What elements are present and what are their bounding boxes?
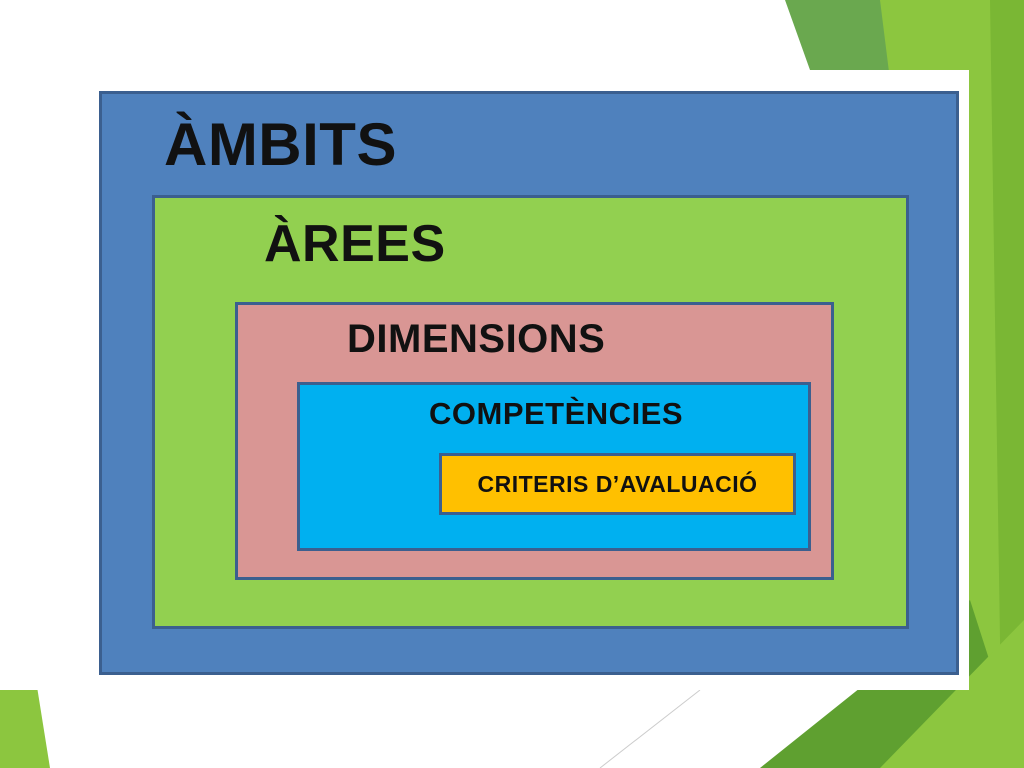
arees-box: ÀREES DIMENSIONS COMPETÈNCIES CRITERIS D… [152, 195, 909, 629]
dimensions-box: DIMENSIONS COMPETÈNCIES CRITERIS D’AVALU… [235, 302, 834, 580]
green-facet-bottom-right-light [880, 620, 1024, 768]
green-facet-right-edge [990, 0, 1024, 768]
competencies-box: COMPETÈNCIES CRITERIS D’AVALUACIÓ [297, 382, 811, 551]
criteria-box: CRITERIS D’AVALUACIÓ [439, 453, 796, 515]
arees-label: ÀREES [264, 215, 446, 273]
ambits-box: ÀMBITS ÀREES DIMENSIONS COMPETÈNCIES CRI… [99, 91, 959, 675]
thin-gray-line [599, 689, 701, 768]
competencies-label: COMPETÈNCIES [429, 396, 684, 431]
ambits-label: ÀMBITS [164, 111, 397, 178]
dimensions-label: DIMENSIONS [347, 317, 606, 361]
criteria-label: CRITERIS D’AVALUACIÓ [477, 471, 758, 497]
